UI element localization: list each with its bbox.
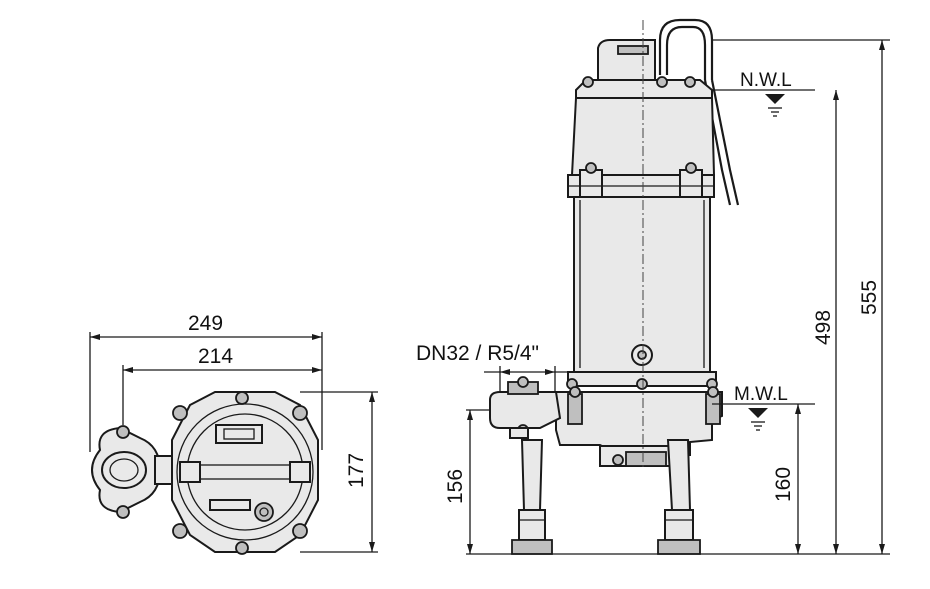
dim-outlet-size: DN32 / R5/4" [416, 342, 539, 365]
dim-outlet-height: 156 [444, 469, 467, 504]
dim-mwl-height: 160 [772, 467, 795, 502]
plan-view: 249 214 177 [89, 312, 378, 555]
motor-bottom-flange [566, 371, 718, 390]
handle-grip [617, 45, 649, 55]
elevation-dimensions: 156 160 498 555 DN32 / R5/4" [416, 39, 890, 555]
dim-nwl-height: 498 [812, 310, 835, 345]
dim-flange-width: 214 [198, 345, 233, 368]
mwl-label: M.W.L [734, 384, 788, 405]
discharge-outlet [489, 376, 562, 439]
plan-pump-housing [171, 391, 319, 555]
dim-plan-height: 177 [345, 453, 368, 488]
mwl-marker: M.W.L [712, 384, 815, 431]
pump-stand-legs [511, 439, 701, 555]
dim-overall-width: 249 [188, 312, 223, 335]
motor-mid-flange [567, 162, 715, 203]
nwl-label: N.W.L [740, 70, 792, 91]
dim-overall-height: 555 [858, 280, 881, 315]
pump-casing [555, 386, 723, 467]
plan-outlet-flange [91, 425, 178, 519]
nwl-marker: N.W.L [712, 70, 815, 117]
elevation-view: N.W.L M.W.L 156 160 [416, 18, 890, 555]
plan-dimensions: 249 214 177 [89, 312, 378, 553]
